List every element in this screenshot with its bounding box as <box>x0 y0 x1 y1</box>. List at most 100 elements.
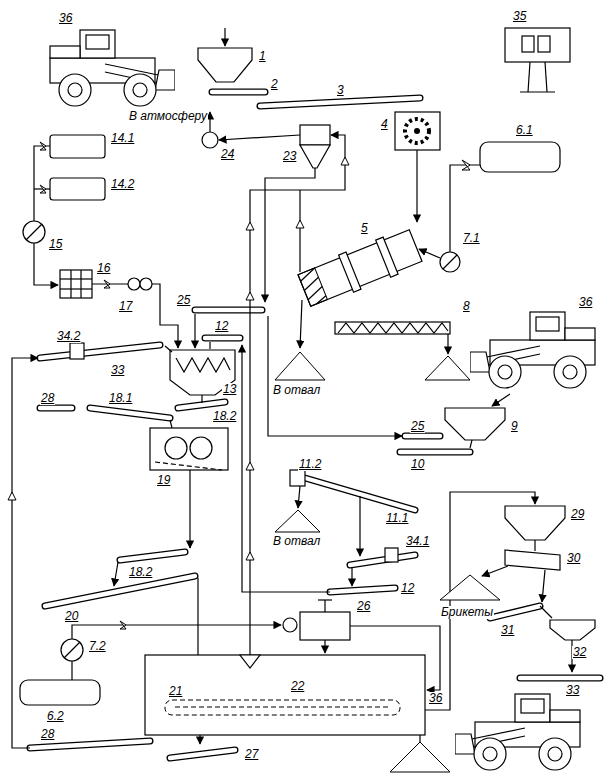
belt-conveyors <box>330 588 395 592</box>
binder-system <box>50 178 105 200</box>
control-tower <box>538 36 550 52</box>
belt-conveyors <box>120 552 185 560</box>
screw-conveyor <box>275 352 325 380</box>
belt-conveyors <box>260 98 420 106</box>
control-tower <box>545 62 547 92</box>
binder-system <box>140 278 152 290</box>
cooler <box>20 492 535 772</box>
return-lines <box>298 486 300 508</box>
callout-number: 7.1 <box>462 232 481 245</box>
briquette-output <box>534 540 535 551</box>
flow-note: В отвал <box>272 535 321 548</box>
cooler <box>199 735 200 744</box>
callout-number: 28 <box>40 392 55 405</box>
cooler <box>240 655 260 668</box>
return-lines <box>8 492 16 500</box>
cyclone-and-fan <box>300 125 330 145</box>
briquette-press <box>114 420 228 672</box>
cooler <box>350 626 440 690</box>
callout-number: 22 <box>290 680 305 693</box>
belt-conveyors <box>30 741 150 748</box>
crusher <box>395 112 440 150</box>
mixer <box>165 346 172 352</box>
callout-number: 11.1 <box>385 512 409 525</box>
mixer <box>201 395 202 403</box>
binder-system <box>34 188 50 189</box>
return-lines <box>351 567 352 586</box>
callout-number: 28 <box>40 728 55 741</box>
binder-system <box>152 284 178 348</box>
control-tower <box>520 91 555 92</box>
callout-number: 25 <box>176 294 191 307</box>
briquette-press <box>190 437 212 459</box>
cooler <box>71 661 72 680</box>
cooler <box>72 625 281 639</box>
callout-number: 11.2 <box>298 458 322 471</box>
screw-conveyor <box>425 356 470 380</box>
return-lines <box>268 316 402 436</box>
drum-dryer <box>298 230 422 306</box>
belt-conveyors <box>205 336 240 340</box>
briquette-output <box>540 606 552 618</box>
callout-number: 21 <box>168 685 183 698</box>
cyclone-and-fan <box>296 220 304 228</box>
binder-system <box>26 224 42 240</box>
callout-number: 31 <box>500 624 515 637</box>
hoppers <box>224 28 225 46</box>
hoppers <box>505 506 565 540</box>
belt-conveyors <box>90 408 170 418</box>
callout-number: 36 <box>578 296 593 309</box>
briquette-press <box>114 562 118 586</box>
belt-conveyors <box>45 576 195 606</box>
fuel-system <box>443 255 457 269</box>
mixer <box>176 358 230 372</box>
screw-conveyor <box>300 300 302 348</box>
callout-number: 26 <box>356 600 371 613</box>
cyclone-and-fan <box>202 132 218 148</box>
drum-dryer <box>297 227 423 309</box>
callout-number: 12 <box>214 320 229 333</box>
binder-system <box>104 280 110 288</box>
belt-conveyors <box>520 675 600 682</box>
binder-system <box>40 142 46 150</box>
cooler <box>300 612 350 640</box>
callout-number: 12 <box>400 582 415 595</box>
belt-conveyors <box>195 307 262 314</box>
control-tower <box>505 28 570 92</box>
callout-number: 14.2 <box>110 178 135 191</box>
callout-number: 9 <box>510 420 519 433</box>
belt-conveyors <box>405 434 440 438</box>
briquette-press <box>165 437 187 459</box>
return-lines <box>275 510 320 532</box>
cyclone-and-fan <box>299 190 300 272</box>
crusher <box>414 128 420 134</box>
wheel-loader <box>455 694 580 770</box>
belt-conveyors <box>120 552 185 560</box>
crusher <box>405 119 429 143</box>
briquette-press <box>150 428 228 470</box>
callout-number: 8 <box>462 300 471 313</box>
flow-note: Брикеты <box>440 606 494 619</box>
cyclone-and-fan <box>246 222 254 230</box>
callout-number: 24 <box>220 148 235 161</box>
callout-number: 14.1 <box>110 132 135 145</box>
cyclone-and-fan <box>265 168 315 302</box>
binder-system <box>50 135 105 158</box>
briquette-press <box>189 470 190 548</box>
binder-system <box>128 278 140 290</box>
fuel-system <box>440 252 460 272</box>
cooler <box>64 642 80 658</box>
hoppers <box>445 408 505 440</box>
cyclone-and-fan <box>209 112 210 132</box>
hoppers <box>198 48 252 82</box>
cyclone-and-fan <box>250 135 345 655</box>
callout-number: 33 <box>565 684 580 697</box>
callout-number: 16 <box>96 262 111 275</box>
cyclone-and-fan <box>246 552 254 560</box>
drum-dryer <box>376 237 398 277</box>
callout-number: 18.2 <box>212 410 237 423</box>
wheel-loader <box>470 312 595 388</box>
cooler <box>324 640 325 653</box>
callout-number: 20 <box>64 610 79 623</box>
belt-conveyors <box>520 676 600 680</box>
